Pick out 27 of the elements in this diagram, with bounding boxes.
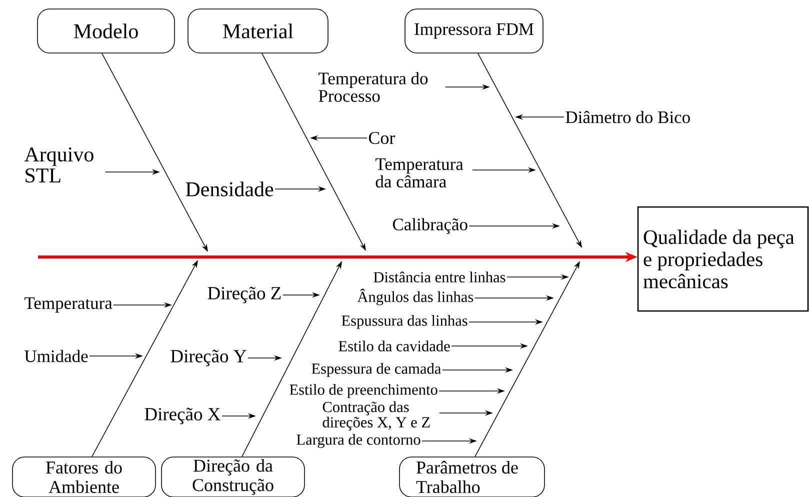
- cause-label: Temperatura da câmara: [376, 158, 464, 188]
- category-box: Material: [188, 8, 328, 54]
- cause-label: Estilo da cavidade: [338, 340, 450, 352]
- cause-label: Diâmetro do Bico: [566, 110, 690, 124]
- effect-box: Qualidade da peça e propriedades mecânicas: [637, 206, 809, 312]
- cause-label: Largura de contorno: [296, 434, 420, 448]
- category-box: Modelo: [37, 8, 175, 54]
- category-box: Parâmetros de Trabalho: [399, 456, 545, 497]
- cause-label: Cor: [368, 132, 396, 144]
- cause-label: Calibração: [392, 218, 468, 234]
- cause-label: Contração das direções X, Y e Z: [322, 401, 430, 431]
- category-box: Impressora FDM: [404, 8, 544, 54]
- cause-label: Arquivo STL: [24, 147, 94, 183]
- cause-label: Ângulos das linhas: [357, 288, 474, 306]
- cause-label: Temperatura do Processo: [318, 72, 428, 102]
- cause-label: Espussura das linhas: [342, 315, 468, 329]
- category-box: Direção da Construção: [161, 456, 305, 497]
- category-box: Fatores do Ambiente: [12, 456, 156, 497]
- cause-label: Estilo de preenchimento: [290, 384, 438, 398]
- cause-label: Distância entre linhas: [374, 272, 506, 282]
- cause-label: Umidade: [24, 350, 88, 362]
- cause-label: Direção Y: [170, 350, 246, 366]
- cause-label: Temperatura: [24, 297, 112, 313]
- cause-label: Densidade: [186, 182, 274, 196]
- cause-label: Direção X: [144, 408, 220, 424]
- cause-label: Espessura de camada: [312, 363, 441, 377]
- cause-label: Direção Z: [208, 286, 281, 304]
